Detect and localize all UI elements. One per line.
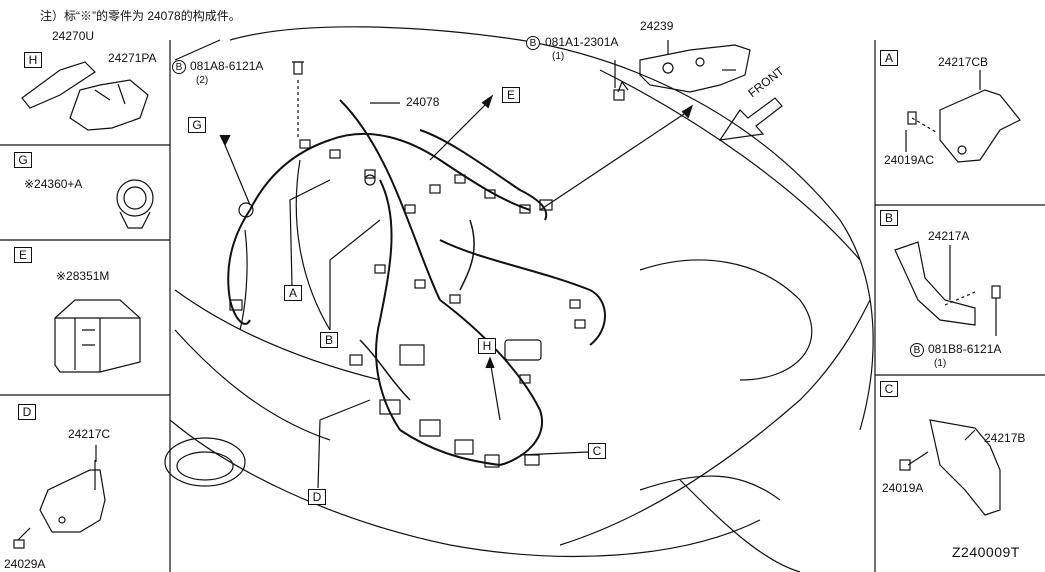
panel-d-tag[interactable]: D (18, 404, 36, 420)
part-24019ac-label[interactable]: 24019AC (884, 153, 935, 167)
diagram-reference-code: Z240009T (952, 544, 1020, 560)
part-24019a-label[interactable]: 24019A (882, 481, 924, 495)
bolt-b-qty: (1) (934, 358, 947, 369)
bolt-top-qty: (2) (196, 75, 209, 86)
panel-a-tag[interactable]: A (880, 50, 898, 66)
part-24239-label[interactable]: 24239 (640, 19, 674, 33)
panel-g-tag[interactable]: G (14, 152, 32, 168)
callout-a[interactable]: A (284, 285, 302, 301)
bolt-circle-b-icon: B (526, 36, 540, 50)
footnote-text: 注）标“※”的零件为 24078的构成件。 (40, 9, 241, 23)
bolt-bracket-qty: (1) (552, 51, 565, 62)
part-24270u-label[interactable]: 24270U (52, 29, 95, 43)
part-28351m-label[interactable]: ※28351M (56, 269, 110, 283)
panel-h-tag[interactable]: H (24, 52, 42, 68)
panel-e-tag[interactable]: E (14, 247, 32, 263)
part-24217cb-label[interactable]: 24217CB (938, 55, 989, 69)
panel-b-tag[interactable]: B (880, 210, 898, 226)
part-081b8-6121a-label[interactable]: 081B8-6121A (928, 342, 1002, 356)
part-24360a-label[interactable]: ※24360+A (24, 177, 83, 191)
part-24217a-label[interactable]: 24217A (928, 229, 970, 243)
bolt-circle-b-icon: B (172, 60, 186, 74)
callout-d[interactable]: D (308, 489, 326, 505)
callout-c[interactable]: C (588, 443, 606, 459)
callout-b[interactable]: B (320, 332, 338, 348)
callout-e[interactable]: E (502, 87, 520, 103)
part-24217b-label[interactable]: 24217B (984, 431, 1026, 445)
panel-c-tag[interactable]: C (880, 381, 898, 397)
part-24217c-label[interactable]: 24217C (68, 427, 111, 441)
bolt-circle-b-icon: B (910, 343, 924, 357)
part-081a1-2301a-label[interactable]: 081A1-2301A (545, 35, 619, 49)
callout-g[interactable]: G (188, 117, 206, 133)
part-24271pa-label[interactable]: 24271PA (108, 51, 157, 65)
part-24029a-label[interactable]: 24029A (4, 557, 46, 571)
part-24078-label[interactable]: 24078 (406, 95, 440, 109)
callout-h[interactable]: H (478, 338, 496, 354)
part-081a8-6121a-label[interactable]: 081A8-6121A (190, 59, 264, 73)
